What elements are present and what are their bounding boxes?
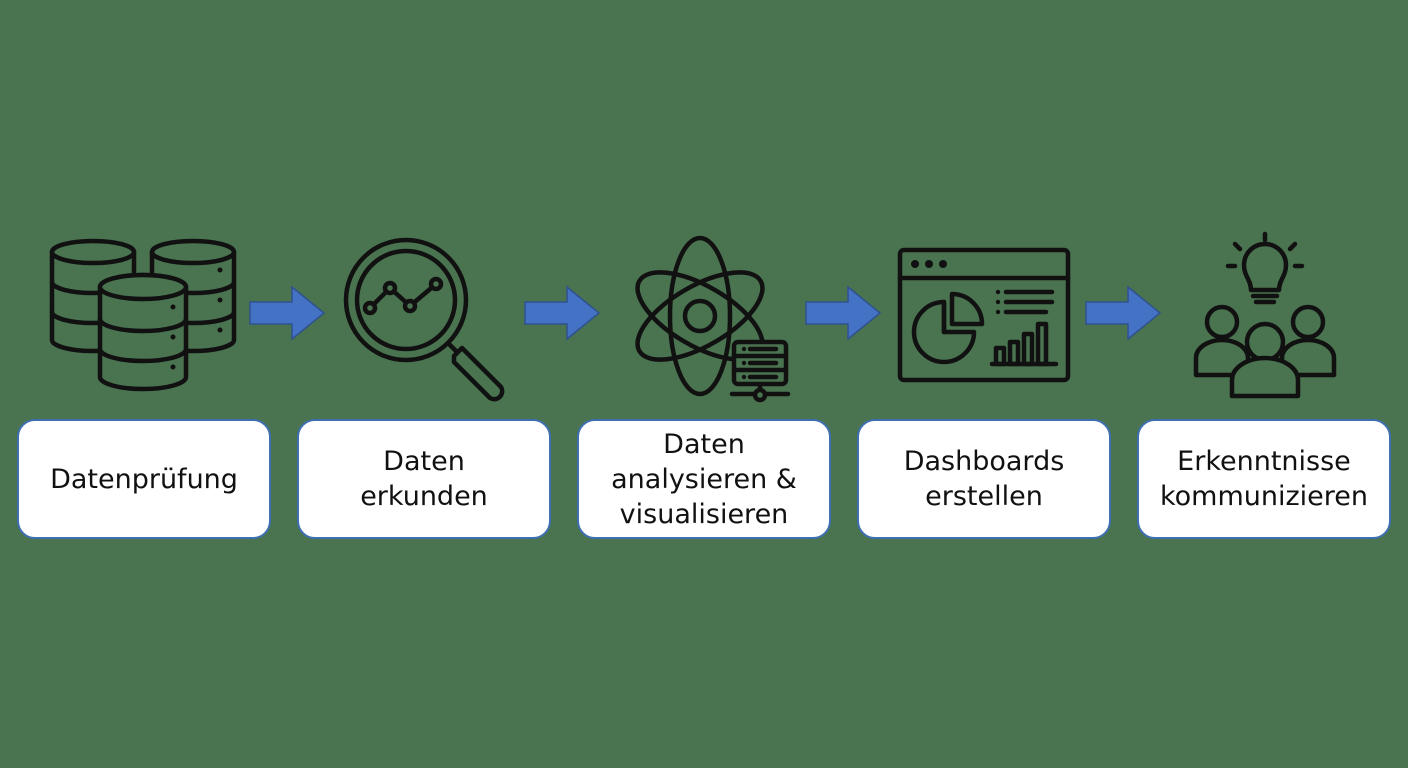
step-label: Daten erkunden bbox=[360, 446, 488, 512]
dashboard-icon bbox=[896, 246, 1072, 384]
step-label: Daten analysieren & visualisieren bbox=[611, 428, 797, 530]
step-box-5: Erkenntnisse kommunizieren bbox=[1137, 419, 1391, 539]
team-idea-icon bbox=[1190, 230, 1340, 402]
flow-arrow bbox=[523, 284, 601, 342]
step-box-1: Datenprüfung bbox=[17, 419, 271, 539]
step-label: Datenprüfung bbox=[50, 463, 238, 495]
step-box-2: Daten erkunden bbox=[297, 419, 551, 539]
step-box-4: Dashboards erstellen bbox=[857, 419, 1111, 539]
flow-arrow bbox=[1084, 284, 1162, 342]
flow-arrow bbox=[248, 284, 326, 342]
atom-server-icon bbox=[624, 232, 794, 404]
step-box-3: Daten analysieren & visualisieren bbox=[577, 419, 831, 539]
database-icon bbox=[46, 232, 242, 396]
flow-arrow bbox=[804, 284, 882, 342]
step-label: Dashboards erstellen bbox=[903, 446, 1065, 512]
magnifier-chart-icon bbox=[336, 232, 512, 404]
step-label: Erkenntnisse kommunizieren bbox=[1159, 446, 1369, 512]
